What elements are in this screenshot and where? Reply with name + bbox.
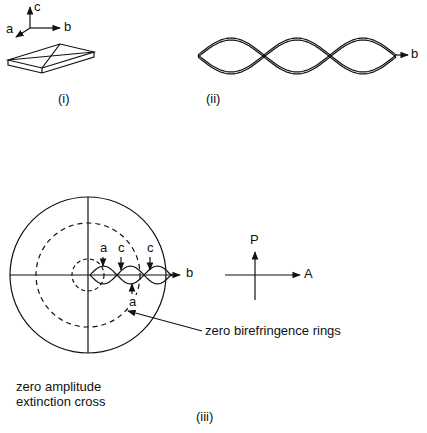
ribbon-trace — [90, 266, 172, 284]
crystal-plate — [8, 44, 94, 73]
polarizer-arrow — [254, 252, 255, 300]
axis-label: c — [117, 241, 126, 256]
axis-label: b — [186, 266, 193, 281]
figure-label: (i) — [58, 92, 70, 107]
analyser-arrow — [225, 274, 300, 275]
indicator-arrow — [131, 284, 132, 294]
twisted-ribbon — [198, 38, 396, 72]
figure-label: (ii) — [206, 92, 220, 107]
axis-label: c — [34, 0, 41, 15]
b-axis — [30, 27, 60, 28]
axis-label: a — [128, 295, 137, 310]
indicator-arrow — [149, 257, 150, 270]
annotation: zero birefringence rings — [205, 324, 341, 339]
axis-label: a — [99, 241, 108, 256]
leader-line — [128, 311, 202, 331]
analyser-label: A — [304, 267, 313, 282]
extinction-cross — [10, 274, 180, 275]
c-axis — [29, 7, 30, 28]
twisted-ribbon — [198, 40, 396, 74]
indicator-arrow — [102, 257, 103, 266]
a-axis — [16, 28, 30, 37]
annotation: zero amplitude extinction cross — [16, 380, 126, 410]
axis-label: a — [6, 22, 13, 37]
b-arrow — [395, 54, 408, 55]
indicator-arrow — [120, 257, 121, 270]
figure-label: (iii) — [196, 410, 213, 425]
axis-label: b — [64, 20, 71, 35]
polarizer-label: P — [250, 233, 259, 248]
ribbon-trace — [90, 266, 172, 284]
axis-label: b — [411, 47, 418, 62]
axis-label: c — [146, 241, 155, 256]
twisted-ribbon — [198, 38, 396, 72]
twisted-ribbon — [198, 40, 396, 74]
